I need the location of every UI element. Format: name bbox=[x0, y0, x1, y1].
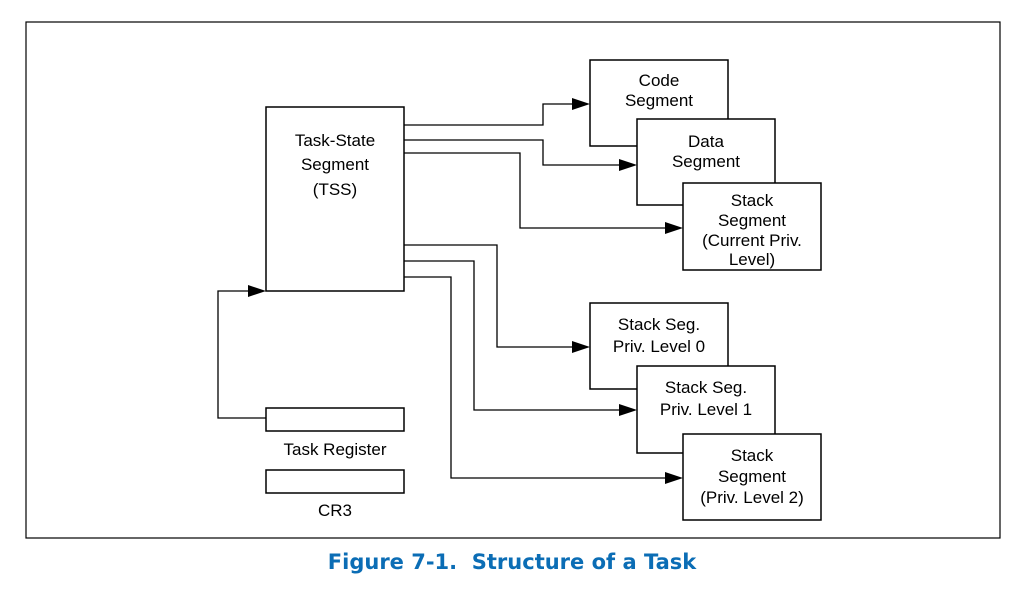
cr3-rect bbox=[265, 469, 405, 494]
task-register-label: Task Register bbox=[284, 440, 387, 459]
tss-to-stack-pl0-line bbox=[404, 244, 580, 348]
stack-current-rect bbox=[682, 182, 822, 271]
arrowhead-stack-current bbox=[665, 222, 683, 234]
stack-pl2-box: Stack Segment (Priv. Level 2) bbox=[682, 433, 822, 521]
figure-frame bbox=[25, 21, 1001, 539]
task-register-rect bbox=[265, 407, 405, 432]
arrowhead-stack-pl2 bbox=[665, 472, 683, 484]
stack-pl0-label-line1: Stack Seg. bbox=[618, 315, 700, 334]
arrowhead-stack-pl0 bbox=[572, 341, 590, 353]
tss-rect bbox=[265, 106, 405, 292]
stack-current-label-line2: Segment bbox=[718, 211, 786, 230]
stack-current-label-line4: Level) bbox=[729, 250, 775, 269]
arrowheads bbox=[248, 98, 683, 484]
tss-to-stack-pl1-line bbox=[404, 260, 627, 411]
connectors bbox=[217, 103, 673, 479]
tss-to-stack-current-line bbox=[404, 152, 673, 229]
stack-pl0-label-line2: Priv. Level 0 bbox=[613, 337, 705, 356]
tss-to-code-segment-line bbox=[404, 103, 580, 126]
arrowhead-code-segment bbox=[572, 98, 590, 110]
tss-label-line3: (TSS) bbox=[313, 180, 357, 199]
task-register-to-tss-line bbox=[217, 290, 266, 419]
stack-pl2-label-line2: Segment bbox=[718, 467, 786, 486]
tss-label-line2: Segment bbox=[301, 155, 369, 174]
code-segment-label-line1: Code bbox=[639, 71, 680, 90]
tss-box: Task-State Segment (TSS) bbox=[265, 106, 405, 292]
code-segment-label-line2: Segment bbox=[625, 91, 693, 110]
stack-pl2-label-line3: (Priv. Level 2) bbox=[700, 488, 804, 507]
tss-to-stack-pl2-line bbox=[404, 276, 673, 479]
task-register-group: Task Register bbox=[265, 407, 405, 459]
stack-pl2-label-line1: Stack bbox=[731, 446, 774, 465]
cr3-label: CR3 bbox=[318, 501, 352, 520]
arrowhead-stack-pl1 bbox=[619, 404, 637, 416]
stack-pl1-label-line2: Priv. Level 1 bbox=[660, 400, 752, 419]
tss-label-line1: Task-State bbox=[295, 131, 375, 150]
figure-caption: Figure 7-1. Structure of a Task bbox=[328, 550, 697, 574]
stack-current-label-line1: Stack bbox=[731, 191, 774, 210]
cr3-group: CR3 bbox=[265, 469, 405, 520]
stack-pl1-label-line1: Stack Seg. bbox=[665, 378, 747, 397]
stack-pl2-rect bbox=[682, 433, 822, 521]
stack-current-box: Stack Segment (Current Priv. Level) bbox=[682, 182, 822, 271]
arrowhead-data-segment bbox=[619, 159, 637, 171]
arrowhead-tss bbox=[248, 285, 266, 297]
tss-to-data-segment-line bbox=[404, 139, 627, 166]
data-segment-label-line2: Segment bbox=[672, 152, 740, 171]
data-segment-label-line1: Data bbox=[688, 132, 724, 151]
stack-current-label-line3: (Current Priv. bbox=[702, 231, 802, 250]
